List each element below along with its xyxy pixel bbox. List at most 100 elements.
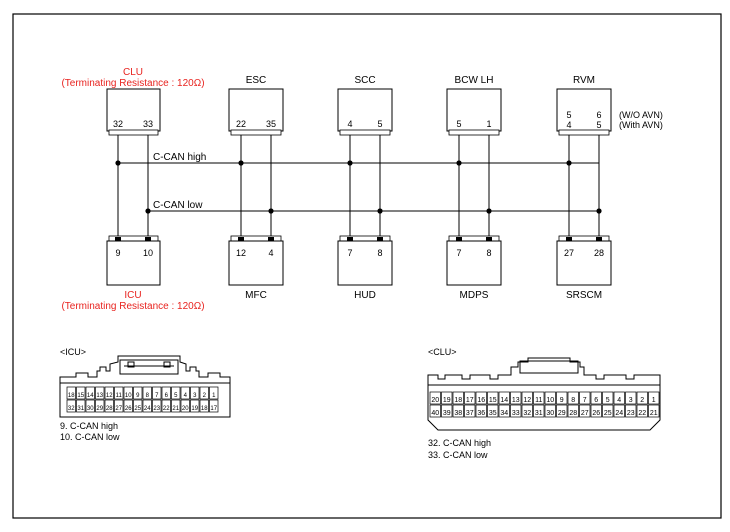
connector-pin-cell <box>556 391 568 405</box>
connector-pin-number: 28 <box>106 406 113 412</box>
connector-pin-number: 2 <box>640 397 644 404</box>
scc-pin-low: 5 <box>377 119 382 129</box>
connector-pin-number: 24 <box>144 406 151 412</box>
connector-pin-cell <box>429 391 441 405</box>
connector-pin-cell <box>199 399 209 413</box>
connector-pin-number: 12 <box>523 397 531 404</box>
connector-pin-cell <box>76 386 86 400</box>
connector-pin-cell <box>613 404 625 418</box>
connector-pin-number: 25 <box>604 410 612 417</box>
connector-pin-cell <box>487 391 499 405</box>
connector-pin-number: 18 <box>68 393 75 399</box>
esc-pin-low: 35 <box>266 119 276 129</box>
scc-module-box <box>337 88 393 132</box>
connector-pin-number: 4 <box>617 397 621 404</box>
mfc-name: MFC <box>245 290 267 301</box>
connector-pin-number: 38 <box>454 410 462 417</box>
connector-pin-number: 19 <box>191 406 198 412</box>
connector-pin-number: 17 <box>210 406 217 412</box>
scc-connector-tab <box>339 129 391 136</box>
connector-pin-number: 11 <box>535 397 542 404</box>
rvm-name: RVM <box>573 75 595 86</box>
connector-pin-number: 26 <box>125 406 132 412</box>
connector-pin-cell <box>133 386 143 400</box>
rvm-pin-high-with-avn: 4 <box>566 120 571 130</box>
icu-legend-low: 10. C-CAN low <box>60 432 120 442</box>
connector-pin-cell <box>161 386 171 400</box>
connector-pin-cell <box>190 399 200 413</box>
connector-pin-cell <box>95 386 105 400</box>
connector-pin-cell <box>76 399 86 413</box>
connector-pin-number: 23 <box>627 410 635 417</box>
connector-pin-number: 18 <box>454 397 462 404</box>
rvm-pin-high-wo-avn: 5 <box>566 110 571 120</box>
connector-pin-cell <box>123 399 133 413</box>
page-frame <box>12 13 722 519</box>
connector-pin-cell <box>104 399 114 413</box>
rvm-pin-low-with-avn: 5 <box>596 120 601 130</box>
connector-pin-cell <box>602 404 614 418</box>
connector-pin-number: 8 <box>571 397 575 404</box>
connector-pin-cell <box>475 391 487 405</box>
icu-pin-low: 10 <box>143 248 153 258</box>
connector-pin-cell <box>66 386 76 400</box>
connector-pin-number: 13 <box>96 393 103 399</box>
esc-name: ESC <box>246 75 267 86</box>
connector-pin-number: 36 <box>477 410 485 417</box>
connector-pin-number: 37 <box>466 410 474 417</box>
clu-connector-title: <CLU> <box>428 347 457 357</box>
connector-pin-cell <box>510 391 522 405</box>
connector-pin-cell <box>142 386 152 400</box>
connector-pin-cell <box>498 404 510 418</box>
hud-module-box <box>337 240 393 286</box>
connector-pin-cell <box>625 404 637 418</box>
connector-pin-cell <box>133 399 143 413</box>
scc-name: SCC <box>354 75 375 86</box>
connector-pin-number: 10 <box>546 397 554 404</box>
mfc-module-box <box>228 240 284 286</box>
rvm-variant-wo-avn: (W/O AVN) <box>619 110 663 120</box>
clu-connector-tab <box>108 129 159 136</box>
connector-pin-number: 34 <box>500 410 508 417</box>
connector-pin-number: 5 <box>606 397 610 404</box>
mdps-module-box <box>446 240 502 286</box>
bcw-name: BCW LH <box>455 75 494 86</box>
connector-pin-cell <box>556 404 568 418</box>
connector-pin-number: 9 <box>136 393 140 399</box>
connector-pin-number: 1 <box>212 393 216 399</box>
connector-pin-number: 31 <box>77 406 84 412</box>
connector-pin-number: 12 <box>106 393 113 399</box>
connector-pin-cell <box>625 391 637 405</box>
connector-pin-cell <box>429 404 441 418</box>
rvm-variant-with-avn: (With AVN) <box>619 120 663 130</box>
connector-pin-number: 11 <box>116 393 123 399</box>
connector-pin-number: 14 <box>87 393 94 399</box>
connector-pin-number: 8 <box>146 393 150 399</box>
connector-pin-number: 3 <box>193 393 197 399</box>
mdps-pin-low: 8 <box>486 248 491 258</box>
connector-pin-cell <box>441 404 453 418</box>
connector-pin-number: 17 <box>466 397 474 404</box>
icu-connector-shell <box>59 355 231 418</box>
connector-pin-cell <box>544 404 556 418</box>
connector-pin-number: 10 <box>125 393 132 399</box>
rvm-pin-low-wo-avn: 6 <box>596 110 601 120</box>
connector-pin-cell <box>464 404 476 418</box>
connector-pin-cell <box>152 399 162 413</box>
icu-name: ICU <box>124 290 141 301</box>
connector-pin-number: 22 <box>638 410 646 417</box>
connector-pin-cell <box>510 404 522 418</box>
connector-pin-number: 23 <box>153 406 160 412</box>
connector-pin-number: 26 <box>592 410 600 417</box>
connector-pin-cell <box>533 404 545 418</box>
connector-pin-number: 16 <box>477 397 485 404</box>
bus-junction-dots <box>115 160 602 214</box>
connector-pin-number: 24 <box>615 410 623 417</box>
connector-pin-cell <box>475 404 487 418</box>
connector-pin-number: 18 <box>201 406 208 412</box>
connector-pin-cell <box>85 386 95 400</box>
connector-pin-number: 20 <box>431 397 439 404</box>
